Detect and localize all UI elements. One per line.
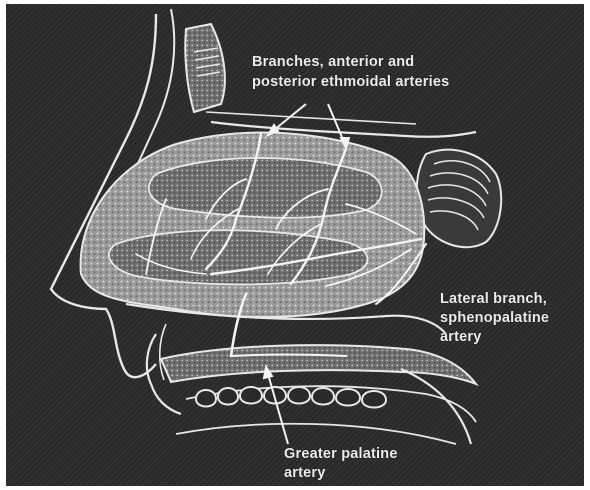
- label-sphenopalatine-line2: sphenopalatine: [440, 310, 549, 327]
- nasal-artery-illustration: Branches, anterior and posterior ethmoid…: [6, 4, 584, 486]
- label-palatine-line1: Greater palatine: [284, 446, 398, 463]
- label-sphenopalatine-line3: artery: [440, 329, 482, 346]
- label-palatine-line2: artery: [284, 465, 326, 482]
- superior-turbinate: [149, 158, 382, 218]
- middle-turbinate: [109, 230, 367, 284]
- label-ethmoidal-line2: posterior ethmoidal arteries: [252, 74, 449, 91]
- sphenoid-sinus: [417, 150, 501, 247]
- label-ethmoidal-line1: Branches, anterior and: [252, 54, 414, 71]
- label-sphenopalatine-line1: Lateral branch,: [440, 291, 547, 308]
